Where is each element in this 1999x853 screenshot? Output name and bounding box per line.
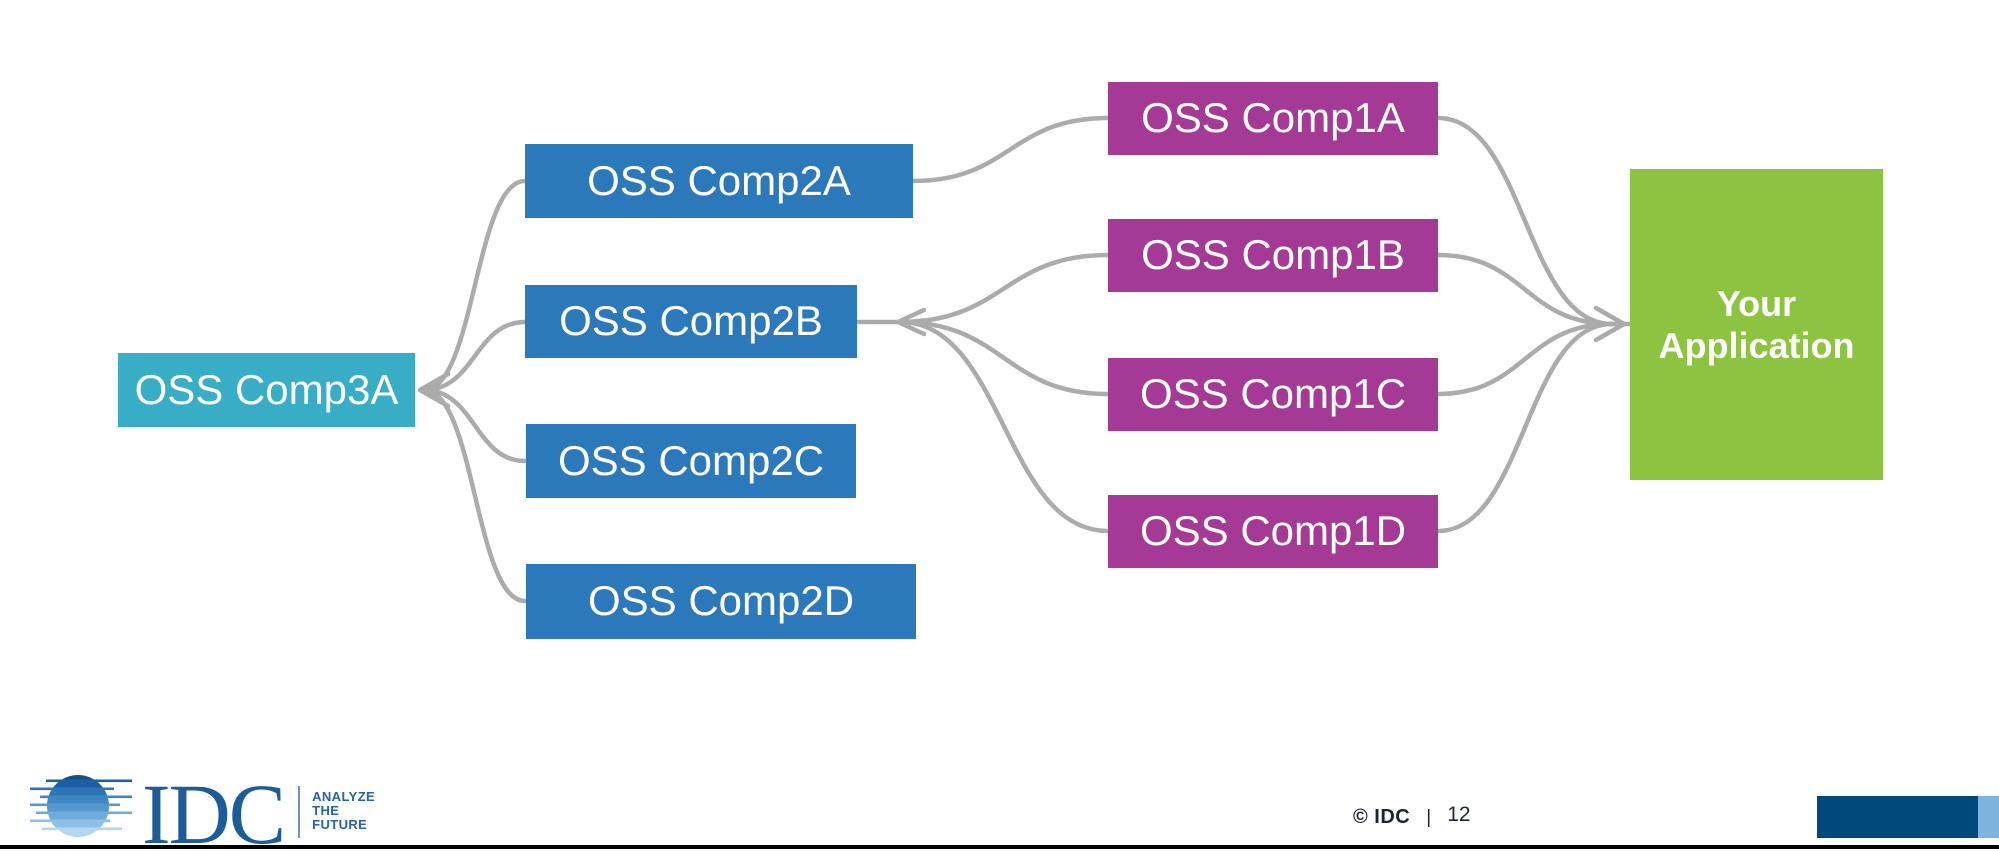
node-label: OSS Comp1C <box>1139 370 1407 418</box>
footer-accent-bar-light <box>1978 796 1999 838</box>
node-label: OSS Comp2D <box>587 577 855 625</box>
arrowhead-into-comp2b <box>895 307 927 337</box>
page-number: 12 <box>1447 803 1471 826</box>
connector-comp3a-comp2d <box>421 387 528 604</box>
idc-tagline-line: FUTURE <box>312 817 368 832</box>
node-oss-comp2d: OSS Comp2D <box>526 564 916 639</box>
connector-comp3a-comp2a <box>421 178 528 393</box>
node-oss-comp1a: OSS Comp1A <box>1108 82 1438 155</box>
node-oss-comp1d: OSS Comp1D <box>1108 495 1438 568</box>
arrowhead-into-comp3a <box>417 371 451 409</box>
node-label: OSS Comp2A <box>587 156 851 204</box>
slide-meta: © IDC | 12 <box>1353 803 1471 829</box>
connector-comp1d-app <box>1435 321 1615 534</box>
copyright-text: © IDC <box>1353 806 1411 828</box>
idc-tagline-line: THE <box>312 803 340 818</box>
connector-comp3a-comp2c <box>421 387 528 464</box>
node-oss-comp1b: OSS Comp1B <box>1108 219 1438 292</box>
node-label: OSS Comp1B <box>1141 231 1405 279</box>
node-your-application: Your Application <box>1630 169 1883 480</box>
node-label: OSS Comp1A <box>1141 94 1405 142</box>
idc-logo-divider <box>298 786 301 838</box>
node-oss-comp1c: OSS Comp1C <box>1108 358 1438 431</box>
idc-wordmark: IDC <box>142 766 286 853</box>
connector-comp2b-comp1b <box>897 252 1111 325</box>
idc-tagline: ANALYZE THE FUTURE <box>312 790 375 832</box>
idc-tagline-line: ANALYZE <box>312 789 376 804</box>
connector-comp2b-comp1c <box>897 319 1111 397</box>
node-oss-comp2c: OSS Comp2C <box>526 424 856 498</box>
connector-comp3a-comp2b <box>421 319 528 393</box>
node-oss-comp2a: OSS Comp2A <box>525 144 913 218</box>
node-label: OSS Comp1D <box>1139 507 1407 555</box>
bottom-rule <box>0 845 1999 849</box>
node-oss-comp2b: OSS Comp2B <box>525 285 857 358</box>
connector-comp2b-comp1d <box>897 319 1111 534</box>
connector-comp1b-app <box>1435 252 1615 327</box>
node-oss-comp3a: OSS Comp3A <box>118 353 415 427</box>
connector-comp1c-app <box>1435 321 1615 397</box>
node-label: OSS Comp2C <box>557 436 825 484</box>
connector-comp2a-comp1a <box>910 115 1111 184</box>
connector-comp1a-app <box>1435 115 1615 327</box>
footer-separator: | <box>1426 807 1432 828</box>
arrowhead-into-app <box>1593 305 1627 343</box>
node-label: OSS Comp2B <box>559 297 823 345</box>
idc-globe-icon <box>30 775 132 837</box>
footer-accent-bar <box>1817 796 1978 838</box>
node-label: Your Application <box>1658 283 1855 366</box>
idc-logo: IDC ANALYZE THE FUTURE <box>28 766 375 853</box>
node-label: OSS Comp3A <box>134 365 399 413</box>
